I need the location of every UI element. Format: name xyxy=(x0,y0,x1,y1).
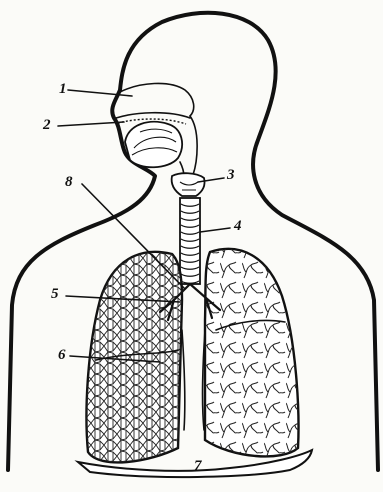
label-3: 3 xyxy=(227,168,235,183)
right-lung-texture xyxy=(87,252,183,463)
leader-line-4 xyxy=(200,228,230,232)
label-6: 6 xyxy=(58,348,66,363)
label-2: 2 xyxy=(43,118,51,133)
hard-palate xyxy=(116,113,190,118)
nasal-cavity xyxy=(120,83,194,116)
label-1: 1 xyxy=(59,82,67,97)
mediastinum xyxy=(182,330,205,430)
label-4: 4 xyxy=(234,219,242,234)
leader-line-2 xyxy=(58,122,124,126)
label-5: 5 xyxy=(51,287,59,302)
left-lung-texture xyxy=(205,249,298,457)
label-7: 7 xyxy=(194,459,202,474)
label-8: 8 xyxy=(65,175,73,190)
